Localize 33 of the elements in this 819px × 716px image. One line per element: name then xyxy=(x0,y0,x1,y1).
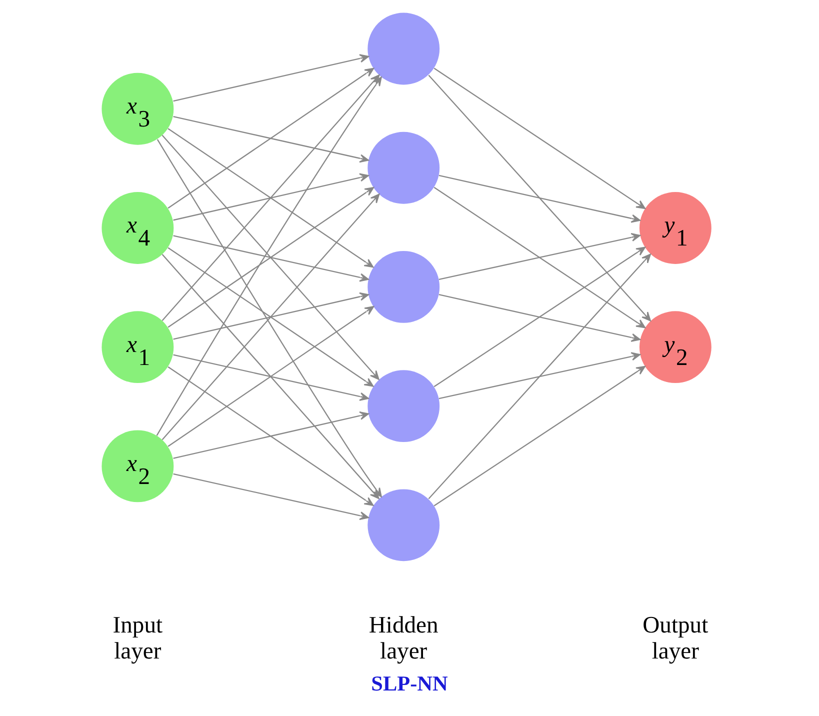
arrow xyxy=(428,74,651,322)
arrow xyxy=(173,116,369,163)
arrow xyxy=(438,352,641,400)
label: Output layer xyxy=(642,612,708,664)
arrow xyxy=(438,233,641,280)
arrow xyxy=(173,292,369,340)
arrow xyxy=(168,247,374,387)
arrow xyxy=(434,366,646,506)
arrow xyxy=(168,366,374,506)
label: Hidden layer xyxy=(368,612,438,664)
arrow xyxy=(173,173,369,221)
caption: SLP-NN xyxy=(371,672,448,696)
arrow xyxy=(173,54,369,102)
arrow xyxy=(168,306,374,447)
arrow xyxy=(173,354,369,401)
arrow xyxy=(173,235,369,282)
arrow xyxy=(162,134,380,380)
arrow xyxy=(434,186,646,328)
arrow xyxy=(434,246,646,388)
node-circle xyxy=(368,250,440,323)
arrow xyxy=(173,411,369,459)
arrow xyxy=(173,473,369,520)
label: Input layer xyxy=(112,612,163,664)
arrow xyxy=(438,294,641,342)
arrow xyxy=(156,76,382,436)
arrow xyxy=(434,68,646,210)
arrow xyxy=(168,128,374,268)
arrow xyxy=(438,174,641,223)
arrow xyxy=(168,186,374,328)
arrow xyxy=(428,254,651,500)
arrow xyxy=(162,194,380,440)
arrow xyxy=(168,68,374,209)
arrow xyxy=(162,254,380,499)
